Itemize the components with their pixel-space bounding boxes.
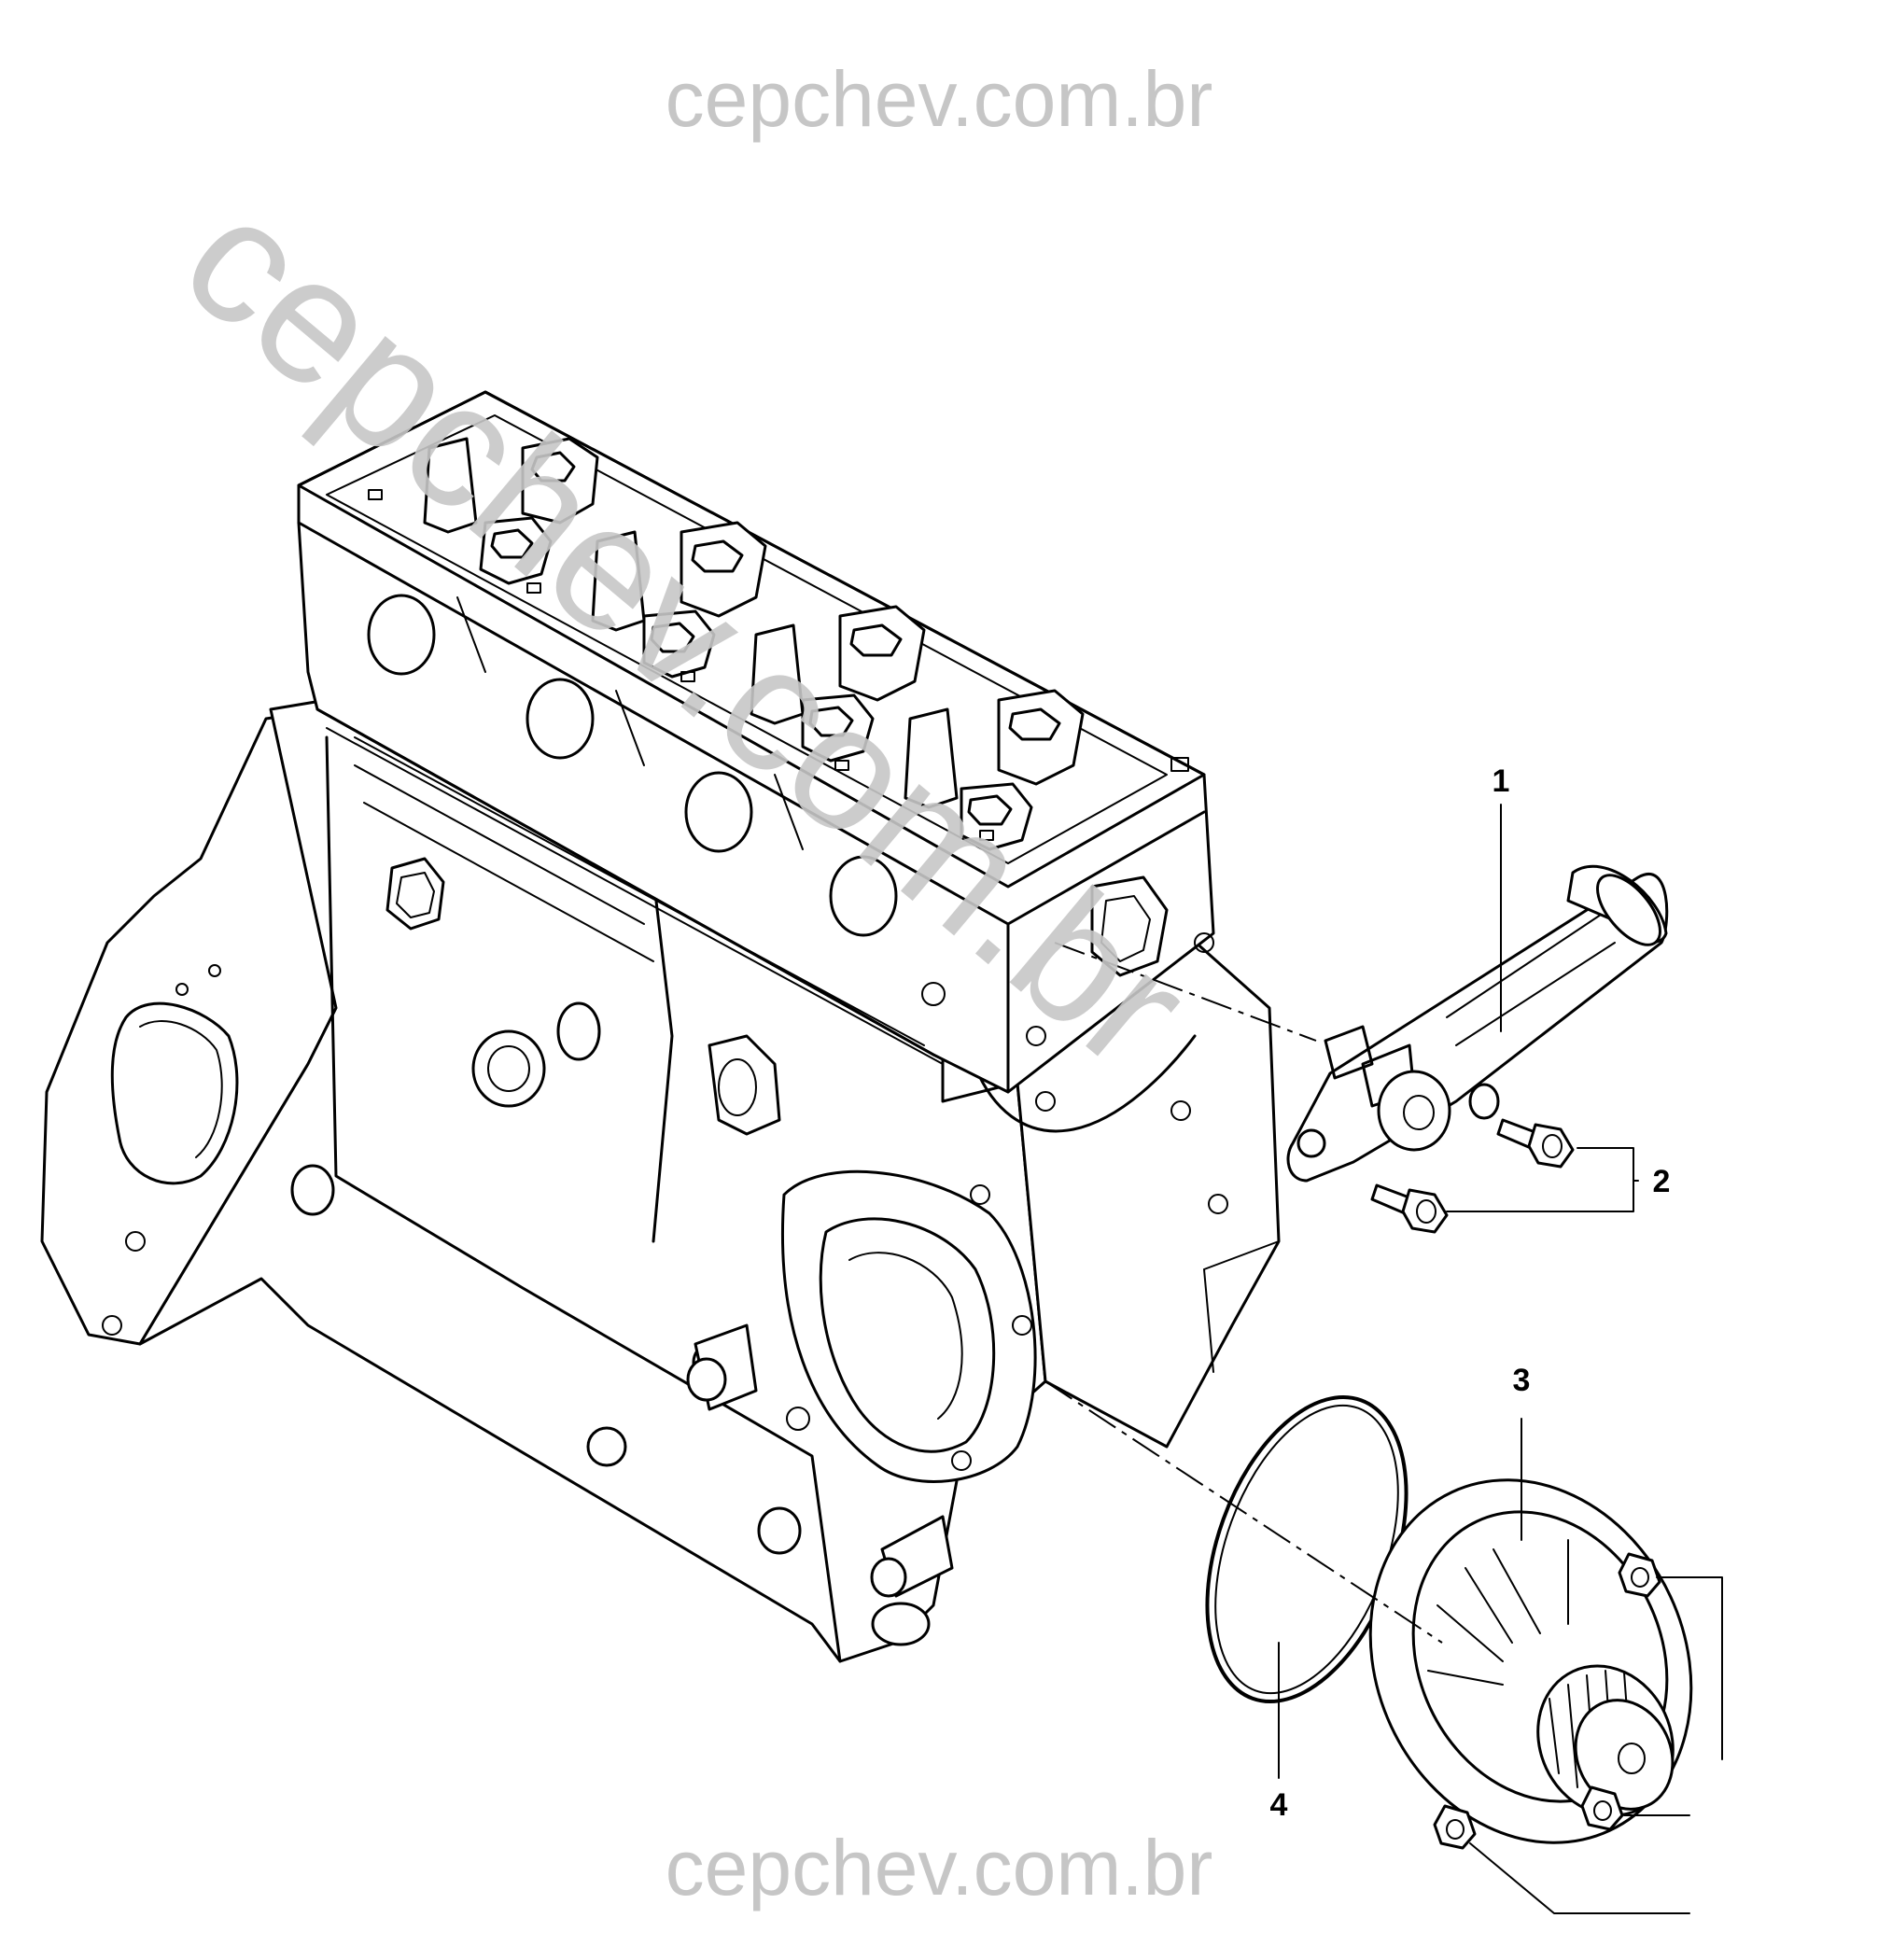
cylinder-head xyxy=(297,390,1215,1094)
engine-block xyxy=(40,698,1281,1663)
callout-4: 4 xyxy=(1270,1787,1288,1823)
alignment-lines xyxy=(1044,942,1443,1644)
watermark-top: cepchev.com.br xyxy=(666,55,1213,143)
bolts xyxy=(1370,1118,1575,1234)
spark-plug-wells xyxy=(479,437,1085,851)
water-pump xyxy=(1368,1478,1693,1850)
coolant-outlet-pipe xyxy=(1286,864,1669,1183)
bolt xyxy=(1496,1118,1575,1169)
callout-3: 3 xyxy=(1513,1363,1531,1398)
watermark-bottom: cepchev.com.br xyxy=(666,1824,1213,1911)
callout-labels: 1 2 3 4 xyxy=(1270,763,1671,1823)
callout-2: 2 xyxy=(1653,1164,1671,1199)
bolt xyxy=(1370,1183,1449,1234)
callout-1: 1 xyxy=(1493,763,1510,799)
leader-lines xyxy=(1278,804,1723,1914)
